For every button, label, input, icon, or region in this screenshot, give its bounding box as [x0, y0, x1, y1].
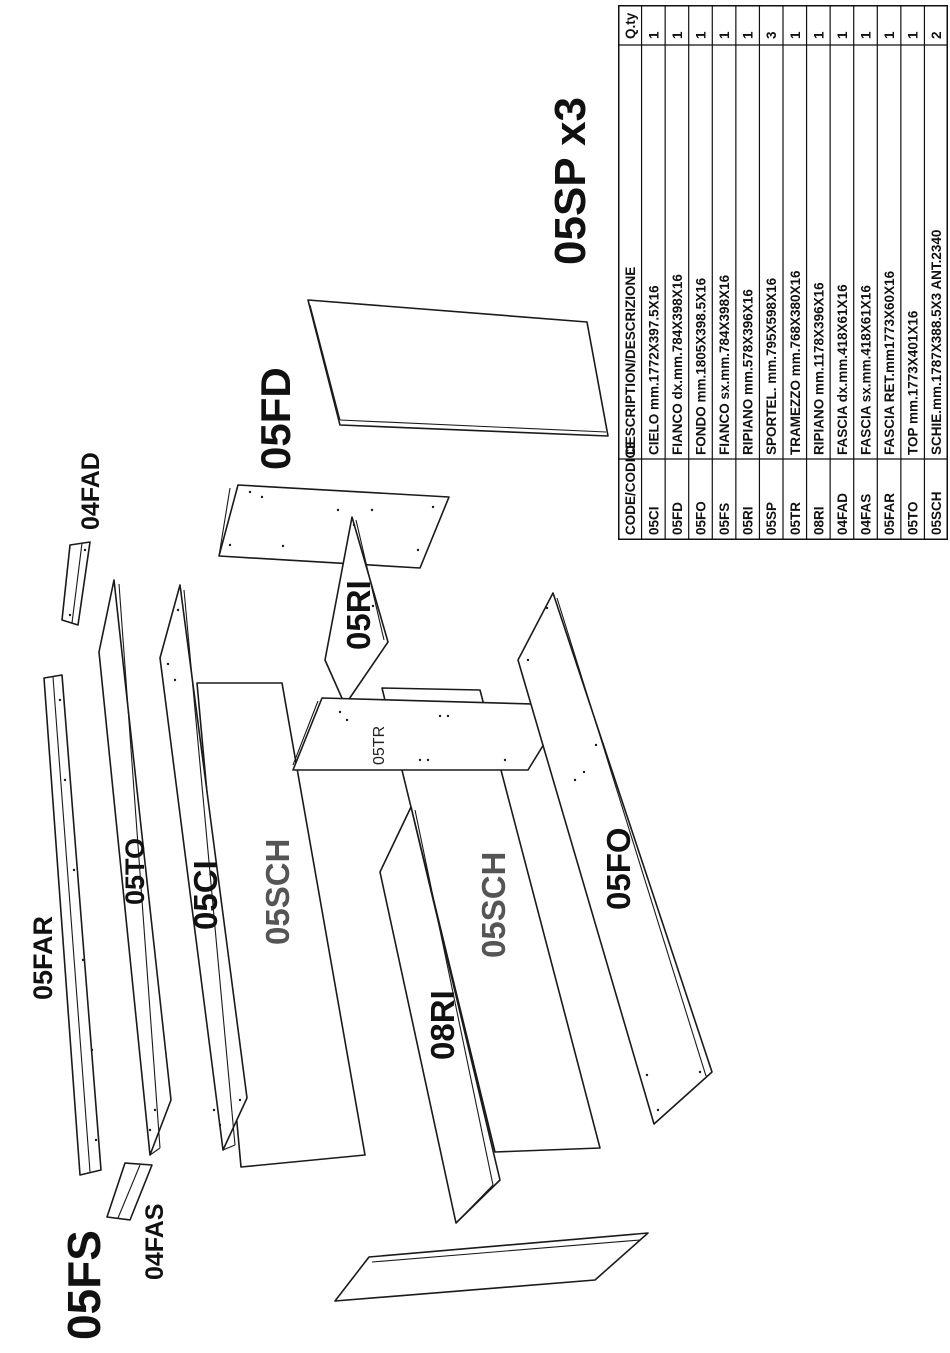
table-row-0-description: CIELO mm.1772X397.5X16 [646, 285, 661, 455]
table-row-2-code: 05FO [694, 501, 709, 535]
label-05fs: 05FS [58, 1230, 110, 1340]
table-row-7-description: RIPIANO mm.1178X396X16 [811, 282, 826, 455]
table-row-6-code: 05TR [788, 502, 803, 535]
table-row-2-description: FONDO mm.1805X398.5X16 [694, 277, 709, 455]
table-row-1-code: 05FD [670, 502, 685, 535]
table-row-11-qty: 1 [906, 31, 921, 39]
table-row-12-code: 05SCH [929, 491, 944, 535]
table-row-8-description: FASCIA dx.mm.418X61X16 [835, 284, 850, 455]
table-row-0-code: 05CI [646, 506, 661, 535]
panel-05sch-right [381, 687, 601, 1153]
table-row-12-qty: 2 [929, 31, 944, 39]
table-row-10-description: FASCIA RET.mm1773X60X16 [882, 270, 897, 455]
panel-08ri [379, 806, 501, 1224]
panel-05far [43, 674, 102, 1176]
table-header-code: CODE/CODICE [623, 440, 638, 535]
table-row-6-description: TRAMEZZO mm.768X380X16 [788, 270, 803, 455]
label-05to: 05TO [120, 838, 150, 905]
label-05sch-right: 05SCH [475, 852, 512, 958]
table-row-1-qty: 1 [670, 31, 685, 39]
table-header-qty: Q.ty [623, 12, 638, 39]
table-row-5-description: SPORTEL. mm.795X598X16 [764, 277, 779, 455]
label-05fd: 05FD [252, 367, 299, 470]
table-row-11-code: 05TO [906, 501, 921, 535]
table-row-9-qty: 1 [859, 31, 874, 39]
label-05tr: 05TR [371, 726, 388, 765]
label-04fad: 04FAD [77, 452, 105, 530]
panel-05ri [324, 516, 389, 706]
table-row-2-qty: 1 [694, 31, 709, 39]
table-row-5-qty: 3 [764, 31, 779, 39]
panel-05fd [218, 484, 450, 569]
table-row-9-description: FASCIA sx.mm.418X61X16 [859, 285, 874, 455]
table-row-1-description: FIANCO dx.mm.784X398X16 [670, 274, 685, 455]
table-header-description: DESCRIPTION/DESCRIZIONE [623, 267, 638, 455]
table-row-3-description: FIANCO sx.mm.784X398X16 [717, 274, 732, 455]
label-05fo: 05FO [600, 827, 637, 910]
label-08ri: 08RI [424, 990, 461, 1060]
table-row-8-code: 04FAD [835, 493, 850, 535]
table-row-7-code: 08RI [811, 506, 826, 535]
label-05ri: 05RI [340, 580, 377, 650]
table-row-10-qty: 1 [882, 31, 897, 39]
table-row-4-code: 05RI [741, 506, 756, 535]
table-row-8-qty: 1 [835, 31, 850, 39]
panel-05fs [334, 1232, 649, 1302]
label-05ci: 05CI [187, 860, 224, 930]
table-row-12-description: SCHIE.mm.1787X388.5X3 ANT.2340 [929, 230, 944, 455]
table-row-7-qty: 1 [811, 31, 826, 39]
panel-05fo [517, 592, 713, 1125]
table-row-5-code: 05SP [764, 502, 779, 535]
table-row-4-description: RIPIANO mm.578X396X16 [741, 289, 756, 455]
label-05sch-left: 05SCH [259, 839, 296, 945]
table-row-10-code: 05FAR [882, 493, 897, 535]
label-04fas: 04FAS [141, 1204, 169, 1280]
table-row-9-code: 04FAS [859, 494, 874, 535]
panel-05tr [292, 697, 569, 771]
label-05far: 05FAR [28, 916, 58, 1000]
panel-04fad [61, 541, 91, 626]
panel-05ci [159, 584, 248, 1151]
table-row-3-code: 05FS [717, 503, 732, 535]
panel-05to [98, 579, 172, 1156]
table-row-4-qty: 1 [741, 31, 756, 39]
table-row-6-qty: 1 [788, 31, 803, 39]
table-row-0-qty: 1 [646, 31, 661, 39]
panel-04fas [106, 1162, 153, 1221]
table-row-3-qty: 1 [717, 31, 732, 39]
table-row-11-description: TOP mm.1773X401X16 [906, 310, 921, 455]
label-05sp: 05SP x3 [546, 97, 595, 265]
panel-05sp [307, 299, 609, 437]
